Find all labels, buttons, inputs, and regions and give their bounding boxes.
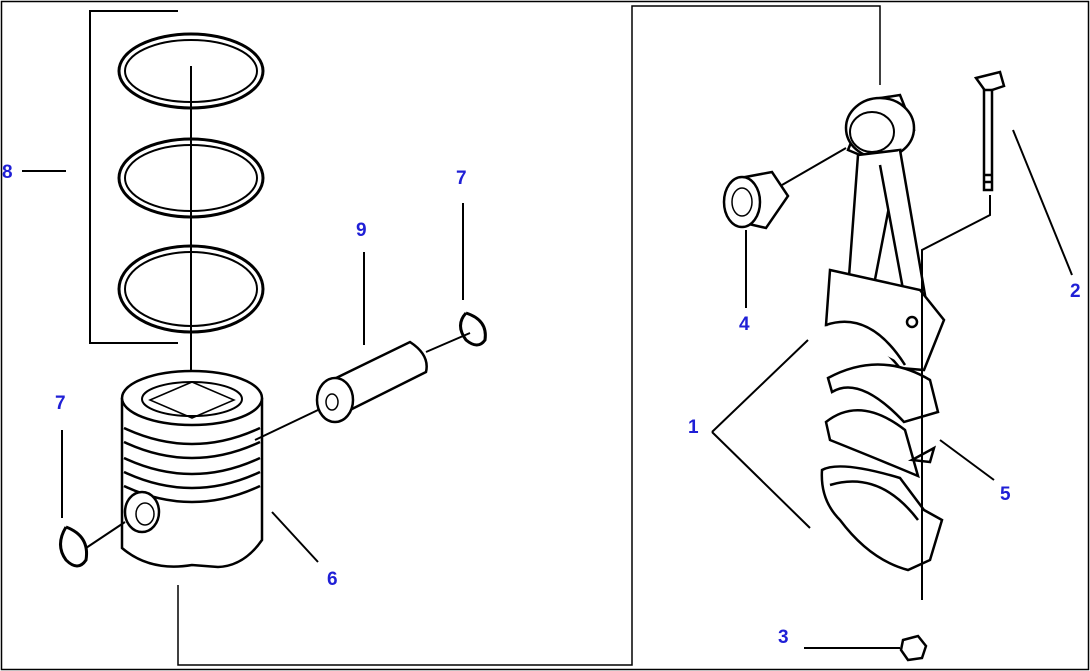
rod-bearing-upper — [826, 363, 940, 424]
callout-6: 6 — [327, 569, 338, 590]
snap-ring-left — [59, 525, 89, 568]
bolt-path — [921, 195, 991, 600]
leader-1-upper — [711, 339, 809, 433]
snap-left-axis — [85, 521, 126, 549]
connecting-rod — [824, 93, 946, 372]
piston-pin — [315, 340, 428, 424]
leader-5 — [939, 439, 995, 481]
rod-cap — [820, 465, 944, 572]
small-end-bushing — [722, 170, 790, 230]
callout-9: 9 — [356, 220, 367, 241]
ring-group-bracket — [89, 10, 178, 344]
callout-5: 5 — [1000, 484, 1011, 505]
callout-2: 2 — [1070, 281, 1081, 302]
callout-1: 1 — [688, 417, 699, 438]
rod-group-bracket — [177, 5, 881, 666]
callout-7-left: 7 — [55, 393, 66, 414]
leader-2 — [1012, 129, 1073, 276]
rod-nut — [899, 634, 928, 662]
snap-ring-right — [459, 311, 487, 347]
pin-axis — [254, 409, 319, 441]
bushing-axis — [781, 147, 847, 186]
leader-6 — [271, 511, 319, 563]
leader-1-lower — [711, 431, 811, 529]
piston — [120, 369, 264, 569]
callout-7-right: 7 — [456, 168, 467, 189]
callout-3: 3 — [778, 627, 789, 648]
callout-8: 8 — [2, 162, 13, 183]
rod-bolt — [973, 70, 1006, 192]
callout-4: 4 — [739, 314, 750, 335]
